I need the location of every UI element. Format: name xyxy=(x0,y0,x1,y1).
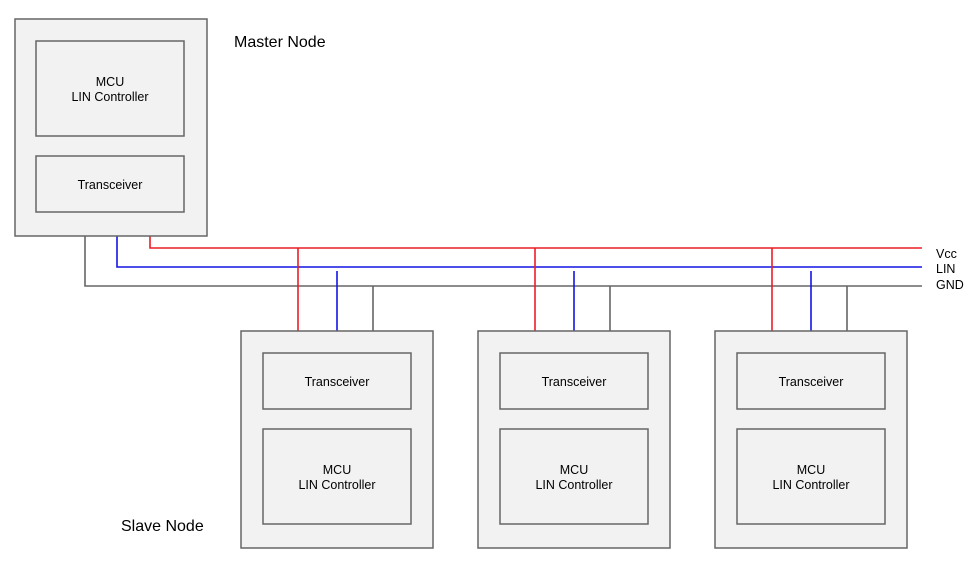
slave-2-mcu-box xyxy=(499,428,649,525)
slave-2-mcu-sublabel: LIN Controller xyxy=(535,478,612,492)
slave-3-transceiver-box xyxy=(736,352,886,410)
slave-1-transceiver-label: Transceiver xyxy=(305,375,370,389)
master-node: MCU LIN Controller Transceiver xyxy=(14,18,208,237)
slave-node-label: Slave Node xyxy=(121,518,204,535)
slave-1-transceiver-box xyxy=(262,352,412,410)
master-transceiver-box xyxy=(35,155,185,213)
lin-label: LIN xyxy=(936,262,955,276)
slave-3-mcu-box xyxy=(736,428,886,525)
slave-node-1: Transceiver MCU LIN Controller xyxy=(240,330,434,549)
slave-node-3: Transceiver MCU LIN Controller xyxy=(714,330,908,549)
slave-1-mcu-sublabel: LIN Controller xyxy=(298,478,375,492)
slave-2-transceiver-box xyxy=(499,352,649,410)
master-node-label: Master Node xyxy=(234,34,326,51)
slave-2-transceiver-label: Transceiver xyxy=(542,375,607,389)
vcc-bus-line xyxy=(149,213,922,249)
gnd-bus-line xyxy=(84,236,922,287)
master-mcu-label: MCU xyxy=(96,75,124,89)
slave-3-transceiver-label: Transceiver xyxy=(779,375,844,389)
master-mcu-box xyxy=(35,40,185,137)
slave-3-mcu-sublabel: LIN Controller xyxy=(772,478,849,492)
master-mcu-sublabel: LIN Controller xyxy=(71,90,148,104)
gnd-label: GND xyxy=(936,278,964,292)
slave-1-mcu-label: MCU xyxy=(323,463,351,477)
slave-node-2: Transceiver MCU LIN Controller xyxy=(477,330,671,549)
lin-bus-line xyxy=(116,213,922,268)
slave-1-mcu-box xyxy=(262,428,412,525)
vcc-label: Vcc xyxy=(936,247,957,261)
master-transceiver-label: Transceiver xyxy=(78,178,143,192)
slave-2-mcu-label: MCU xyxy=(560,463,588,477)
slave-3-mcu-label: MCU xyxy=(797,463,825,477)
